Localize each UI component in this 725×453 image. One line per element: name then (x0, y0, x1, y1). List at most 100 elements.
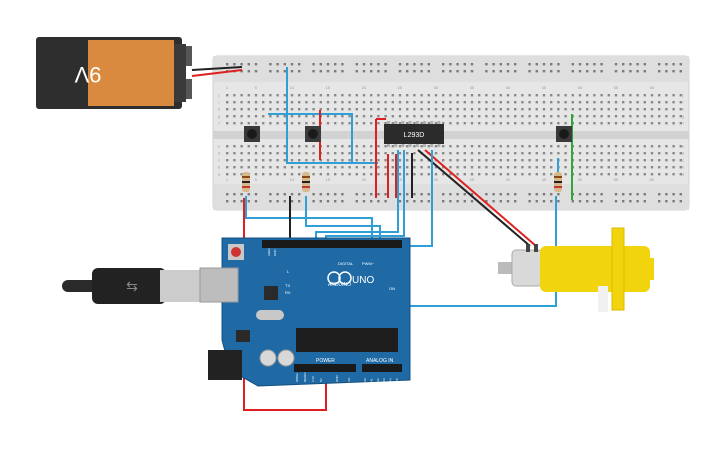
l-led-label: L (287, 269, 290, 274)
battery-body (88, 40, 174, 106)
row-number-top: 25 (398, 85, 403, 90)
analog-pin-label: A1 (369, 378, 373, 382)
arduino-uno: ARDUINO UNO DIGITAL PWM~ AREF GND L TX R… (199, 237, 411, 387)
wire-blue-chip-1 (315, 150, 399, 240)
capacitor-1 (259, 349, 277, 367)
breadboard-top-rail (213, 56, 689, 82)
usb-symbol-icon: ⇆ (126, 278, 138, 294)
chip-l293d: L293D (384, 121, 444, 147)
arduino-usb-port (199, 267, 239, 303)
battery-label: 9V (74, 62, 101, 87)
row-letter-left: h (218, 107, 220, 112)
row-number-top: 15 (326, 85, 331, 90)
power-label: POWER (316, 358, 335, 364)
motor-terminal-2 (534, 244, 538, 252)
row-letter-left: c (218, 158, 220, 163)
arduino-logo-icon (327, 271, 341, 285)
arduino-logo-icon-2 (338, 271, 352, 285)
row-letter-right: e (682, 144, 685, 149)
row-number-top: 10 (290, 85, 295, 90)
usb-plug-metal (160, 270, 200, 302)
gnd-power-label: GND (335, 375, 339, 383)
row-number-top: 20 (362, 85, 367, 90)
ioref-label: IOREF (295, 373, 299, 382)
row-letter-right: f (682, 121, 684, 126)
atmega-chip (296, 328, 398, 352)
row-number-bottom: 1 (226, 177, 229, 182)
row-number-top: 40 (506, 85, 511, 90)
wire-black-motor (417, 149, 531, 247)
row-number-top: 30 (434, 85, 439, 90)
wire-battery-negative (191, 66, 243, 71)
row-letter-right: j (682, 93, 684, 98)
motor-output (644, 258, 654, 280)
reset-label: RESET (303, 372, 307, 382)
row-letter-left: i (219, 100, 220, 105)
reset-button-cap[interactable] (231, 247, 241, 257)
capacitor-2 (277, 349, 295, 367)
row-letter-right: h (682, 107, 684, 112)
row-number-top: 50 (578, 85, 583, 90)
motor-mount (611, 227, 625, 311)
breadboard-row-numbers: 1155101015152020252530303535404045455050… (226, 85, 655, 182)
vin-label: Vin (347, 377, 351, 382)
resistors (242, 172, 562, 192)
chip-body (384, 124, 444, 144)
pushbutton-1[interactable] (244, 126, 260, 142)
breadboard: 1155101015152020252530303535404045455050… (212, 55, 690, 211)
battery-9v: 9V (36, 37, 192, 109)
row-letter-left: a (218, 172, 221, 177)
wire-blue-res1 (245, 196, 373, 240)
row-number-bottom: 60 (650, 177, 655, 182)
row-number-top: 5 (255, 85, 258, 90)
row-number-bottom: 45 (542, 177, 547, 182)
resistor-2 (302, 172, 310, 192)
breadboard-center-channel (213, 131, 689, 139)
wire-red-motor (424, 149, 537, 247)
wire-blue-rail-2 (268, 113, 353, 163)
digital-label: DIGITAL (338, 261, 354, 266)
usb-plug-housing (92, 268, 166, 304)
chip-label: L293D (404, 132, 425, 139)
row-number-top: 45 (542, 85, 547, 90)
row-letter-right: b (682, 165, 685, 170)
row-number-bottom: 40 (506, 177, 511, 182)
rx-label: RX (285, 290, 291, 295)
resistor-3 (554, 172, 562, 192)
usb-chip (264, 286, 278, 300)
v33-label: 3.3V (311, 376, 315, 382)
row-letter-left: g (218, 114, 220, 119)
v5-label: 5V (319, 378, 323, 382)
row-number-bottom: 25 (398, 177, 403, 182)
row-number-top: 35 (470, 85, 475, 90)
tx-label: TX (285, 283, 290, 288)
row-letter-right: i (683, 100, 684, 105)
chip-pins (387, 121, 441, 147)
analog-pin-label: A4 (389, 378, 393, 382)
row-letter-left: b (218, 165, 221, 170)
pushbutton-2[interactable] (305, 126, 321, 142)
arduino-power-jack (208, 350, 242, 380)
pwm-label: PWM~ (362, 261, 375, 266)
row-letter-right: g (682, 114, 684, 119)
row-number-bottom: 30 (434, 177, 439, 182)
voltage-regulator (236, 330, 250, 342)
row-letter-left: e (218, 144, 221, 149)
wire-battery-positive (191, 69, 243, 77)
pushbutton-3[interactable] (556, 126, 572, 142)
analog-pin-label: A2 (376, 378, 380, 382)
row-number-top: 1 (226, 85, 229, 90)
dc-gear-motor (498, 227, 654, 312)
row-letter-left: f (218, 121, 220, 126)
battery-terminal-block (174, 44, 186, 102)
crystal (256, 310, 284, 320)
usb-cable: ⇆ (62, 268, 200, 304)
power-header (294, 364, 356, 372)
battery-terminal-positive (186, 46, 192, 66)
resistor-1 (242, 172, 250, 192)
motor-axle (598, 286, 608, 312)
arduino-brand: ARDUINO (328, 282, 351, 288)
motor-can (511, 249, 543, 287)
